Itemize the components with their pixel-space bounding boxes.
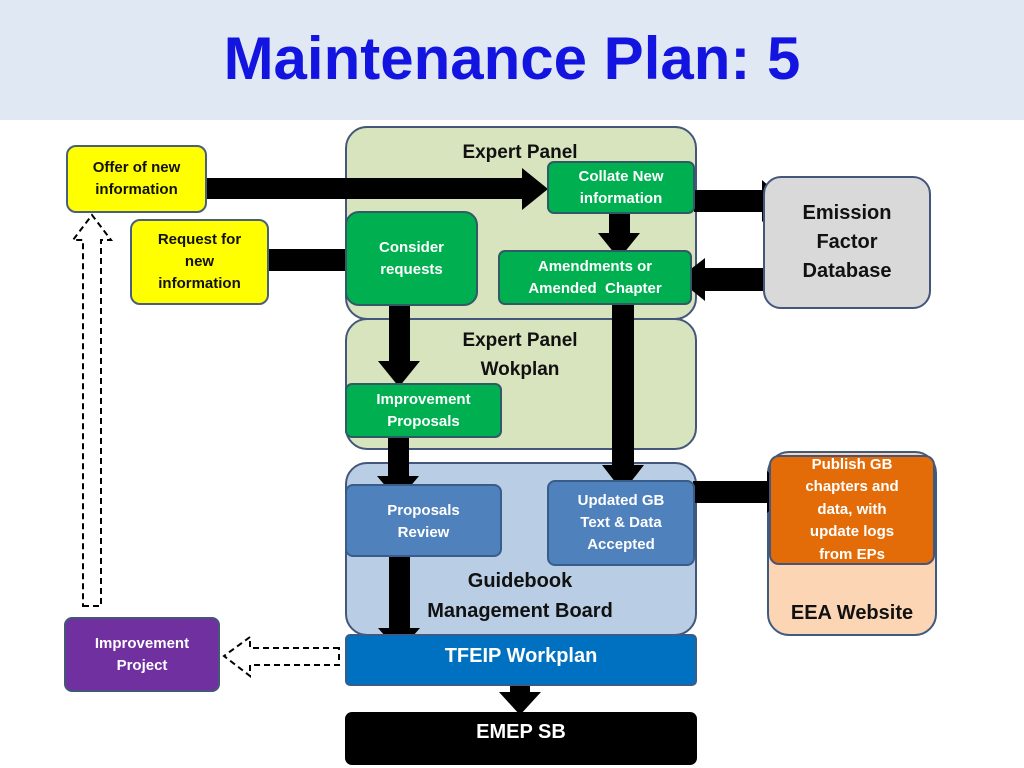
expert-panel-label-text: Expert Panel <box>462 142 578 163</box>
guidebook-board-line1: Guidebook <box>467 570 573 592</box>
collate-line1: Collate New <box>578 167 664 185</box>
arrow-amendments-to-updated <box>602 303 644 492</box>
arrow-project-to-offer <box>70 213 114 607</box>
efdb-line1: Emission <box>802 202 892 224</box>
efdb-line2: Factor <box>816 231 878 253</box>
proposals-review-line1: Proposals <box>387 502 460 519</box>
arrow-collate-to-amendments <box>598 213 640 259</box>
request-line3: information <box>158 274 241 292</box>
request-new-information-node: Request for new information <box>130 219 269 305</box>
tfeip-workplan-bar: TFEIP Workplan <box>345 634 697 686</box>
improvement-project-line1: Improvement <box>94 634 190 652</box>
expert-panel-workplan-label: Expert Panel Wokplan <box>420 327 620 384</box>
updated-line2: Text & Data <box>580 514 662 532</box>
arrow-offer-to-collate <box>205 168 548 210</box>
expert-panel-workplan-line2: Wokplan <box>480 358 560 380</box>
publish-line4: update logs <box>809 523 895 541</box>
arrow-tfeip-to-improvement-project <box>222 635 340 679</box>
offer-line1: Offer of new <box>92 159 181 177</box>
eea-website-label: EEA Website <box>767 598 937 628</box>
request-line1: Request for <box>157 231 242 249</box>
guidebook-board-line2: Management Board <box>427 600 613 622</box>
consider-requests-node: Consider requests <box>345 211 478 306</box>
arrow-updated-to-publish <box>693 471 791 513</box>
arrow-review-to-tfeip <box>378 556 420 652</box>
consider-line2: requests <box>380 260 443 278</box>
emep-sb-text: EMEP SB <box>476 721 566 743</box>
expert-panel-workplan-line1: Expert Panel <box>462 330 578 351</box>
publish-line2: chapters and <box>805 478 899 496</box>
collate-new-information-node: Collate New information <box>547 161 695 214</box>
arrow-efdb-to-amendments <box>678 258 765 301</box>
amendments-line1: Amendments or <box>537 257 653 275</box>
eea-website-label-text: EEA Website <box>790 602 914 624</box>
updated-gb-node: Updated GB Text & Data Accepted <box>547 480 695 566</box>
updated-line3: Accepted <box>587 535 655 553</box>
proposals-review-node: Proposals Review <box>345 484 502 557</box>
tfeip-workplan-text: TFEIP Workplan <box>444 645 598 667</box>
efdb-line3: Database <box>802 260 892 282</box>
emep-sb-bar: EMEP SB <box>345 712 697 765</box>
request-line2: new <box>184 253 215 271</box>
improvement-proposals-node: Improvement Proposals <box>345 383 502 438</box>
improvement-proposals-line1: Improvement <box>376 390 471 408</box>
offer-line2: information <box>95 181 178 198</box>
guidebook-board-label: Guidebook Management Board <box>400 566 640 626</box>
proposals-review-line2: Review <box>397 523 450 541</box>
collate-line2: information <box>579 189 663 207</box>
publish-line1: Publish GB <box>811 455 893 473</box>
amendments-line2: Amended Chapter <box>528 279 662 297</box>
publish-line3: data, with <box>817 500 887 518</box>
updated-line1: Updated GB <box>577 492 665 510</box>
improvement-project-node: Improvement Project <box>64 617 220 692</box>
publish-line5: from EPs <box>819 545 885 563</box>
improvement-project-line2: Project <box>116 656 168 674</box>
offer-new-information-node: Offer of new information <box>66 145 207 213</box>
page-title: Maintenance Plan: 5 <box>223 25 801 92</box>
publish-gb-chapters-node: Publish GB chapters and data, with updat… <box>769 455 935 565</box>
emission-factor-database-node: Emission Factor Database <box>763 176 931 309</box>
arrow-consider-to-proposals <box>378 301 420 387</box>
amendments-node: Amendments or Amended Chapter <box>498 250 692 305</box>
expert-panel-label: Expert Panel <box>420 139 620 168</box>
consider-line1: Consider <box>378 239 444 256</box>
title-bar <box>0 0 1024 120</box>
arrow-tfeip-to-emep <box>499 676 541 715</box>
improvement-proposals-line2: Proposals <box>387 412 460 430</box>
